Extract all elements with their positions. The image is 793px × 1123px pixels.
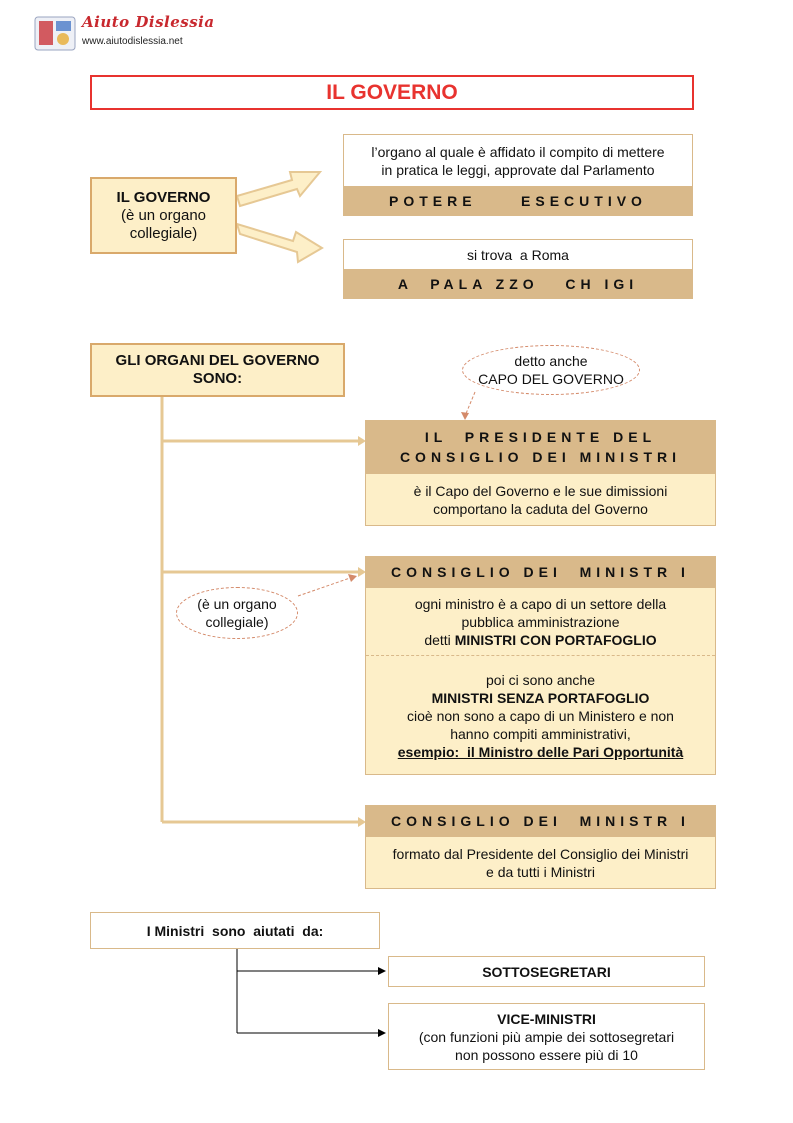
consiglio1-p2-line2: MINISTRI SENZA PORTAFOGLIO xyxy=(431,690,650,706)
viceministri-box: VICE-MINISTRI (con funzioni più ampie de… xyxy=(388,1003,705,1070)
potere-desc-box: l’organo al quale è affidato il compito … xyxy=(343,134,693,186)
presidente-body-line2: comportano la caduta del Governo xyxy=(433,500,648,517)
governo-line2: (è un organo xyxy=(120,206,207,224)
consiglio1-p2-line4: hanno compiti amministrativi, xyxy=(450,726,631,742)
collegiale-note: (è un organo collegiale) xyxy=(176,587,298,639)
collegiale-note-line2: collegiale) xyxy=(205,614,269,630)
fat-arrow-down xyxy=(235,222,324,264)
consiglio2-body-line2: e da tutti i Ministri xyxy=(486,863,595,880)
consiglio1-p1-line2: pubblica amministrazione xyxy=(461,614,620,630)
vice-line1: (con funzioni più ampie dei sottosegreta… xyxy=(418,1028,675,1045)
palazzo-label: A PALA ZZO CH IGI xyxy=(343,269,693,299)
consiglio2-body-line1: formato dal Presidente del Consiglio dei… xyxy=(392,845,689,862)
consiglio1-p2-line5: esempio: il Ministro delle Pari Opportun… xyxy=(397,744,684,760)
organi-box: GLI ORGANI DEL GOVERNO SONO: xyxy=(90,343,345,397)
consiglio1-part2: poi ci sono anche MINISTRI SENZA PORTAFO… xyxy=(366,656,715,776)
governo-line1: IL GOVERNO xyxy=(116,188,211,206)
consiglio1-p1-line1: ogni ministro è a capo di un settore del… xyxy=(414,596,667,612)
organi-line2: SONO: xyxy=(192,370,243,387)
organi-line1: GLI ORGANI DEL GOVERNO xyxy=(115,352,320,369)
branch-presidente-head xyxy=(358,436,366,446)
consiglio1-p2-line1: poi ci sono anche xyxy=(486,672,595,688)
consiglio1-part1: ogni ministro è a capo di un settore del… xyxy=(366,588,715,656)
consiglio1-head: CONSIGLIO DEI MINISTR I xyxy=(365,556,716,587)
capo-note-line1: detto anche xyxy=(514,353,588,369)
sottosegretari-box: SOTTOSEGRETARI xyxy=(388,956,705,987)
vice-line2: non possono essere più di 10 xyxy=(455,1046,638,1063)
presidente-head: IL PRESIDENTE DEL CONSIGLIO DEI MINISTRI xyxy=(365,420,716,473)
logo-title: Aiuto Dislessia xyxy=(82,13,215,31)
collegiale-note-line1: (è un organo xyxy=(197,596,277,612)
governo-box: IL GOVERNO (è un organo collegiale) xyxy=(90,177,237,254)
branch-consiglio1-head xyxy=(358,567,366,577)
presidente-body: è il Capo del Governo e le sue dimission… xyxy=(365,473,716,526)
aiuti-branch-vice-head xyxy=(378,1029,386,1037)
capo-note-line2: CAPO DEL GOVERNO xyxy=(478,371,624,387)
presidente-body-line1: è il Capo del Governo e le sue dimission… xyxy=(413,482,668,499)
presidente-head-line2: CONSIGLIO DEI MINISTRI xyxy=(399,448,682,465)
logo-url: www.aiutodislessia.net xyxy=(82,36,183,47)
governo-line3: collegiale) xyxy=(129,224,198,242)
consiglio2-head: CONSIGLIO DEI MINISTR I xyxy=(365,805,716,836)
ministri-aiutati-box: I Ministri sono aiutati da: xyxy=(90,912,380,949)
consiglio1-body: ogni ministro è a capo di un settore del… xyxy=(365,587,716,775)
consiglio1-p1-line3-prefix: detti xyxy=(424,632,455,648)
consiglio1-p2-line3: cioè non sono a capo di un Ministero e n… xyxy=(407,708,674,724)
potere-desc-line2: in pratica le leggi, approvate dal Parla… xyxy=(381,161,655,178)
logo-icon xyxy=(34,14,76,52)
page-title: IL GOVERNO xyxy=(90,75,694,110)
branch-consiglio2-head xyxy=(358,817,366,827)
potere-desc-line1: l’organo al quale è affidato il compito … xyxy=(371,143,665,160)
aiuti-branch-sotto-head xyxy=(378,967,386,975)
consiglio1-divider xyxy=(366,655,715,656)
consiglio1-p1-line3: detti MINISTRI CON PORTAFOGLIO xyxy=(424,631,656,649)
collegiale-pointer xyxy=(297,577,351,597)
capo-note: detto anche CAPO DEL GOVERNO xyxy=(462,345,640,395)
collegiale-pointer-head xyxy=(348,574,357,582)
potere-label: POTERE ESECUTIVO xyxy=(343,186,693,216)
vice-title: VICE-MINISTRI xyxy=(497,1010,596,1027)
fat-arrow-up xyxy=(235,171,323,208)
consiglio1-p1-line3-bold: MINISTRI CON PORTAFOGLIO xyxy=(454,632,657,648)
consiglio2-body: formato dal Presidente del Consiglio dei… xyxy=(365,836,716,889)
roma-desc: si trova a Roma xyxy=(343,239,693,269)
capo-pointer-head xyxy=(461,412,469,420)
capo-pointer xyxy=(464,391,476,417)
presidente-head-line1: IL PRESIDENTE DEL xyxy=(424,428,657,445)
